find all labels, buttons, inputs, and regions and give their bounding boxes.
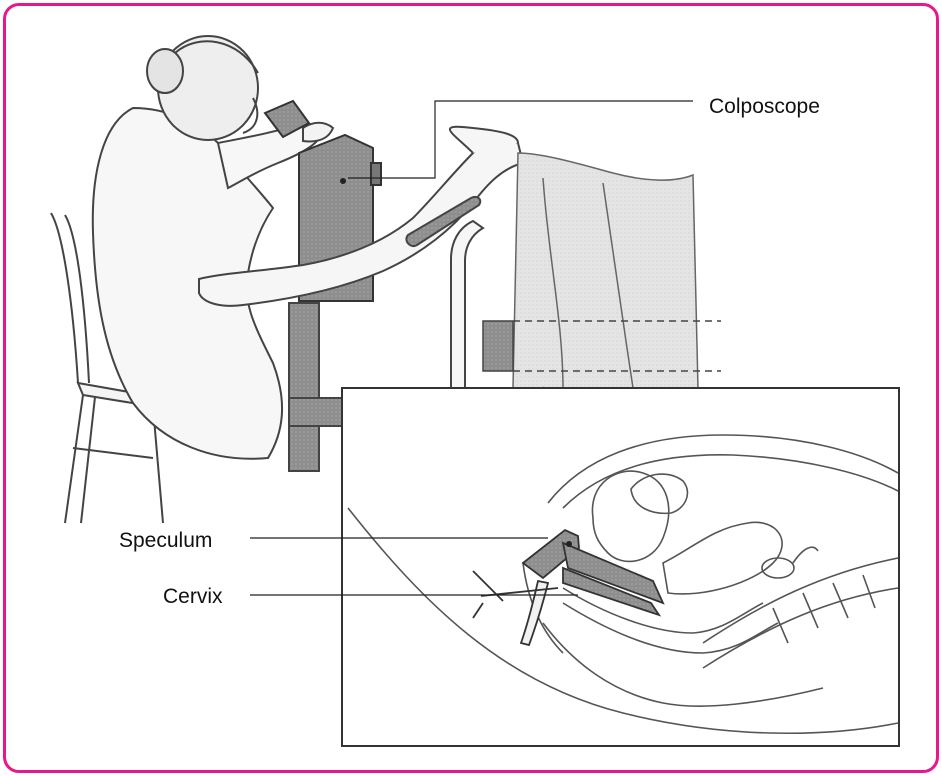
colposcope-stand bbox=[289, 303, 344, 471]
colposcope-label: Colposcope bbox=[709, 96, 820, 117]
speculum-label: Speculum bbox=[119, 530, 212, 551]
figure-frame: Colposcope Speculum Cervix bbox=[3, 3, 939, 773]
cervix-label: Cervix bbox=[163, 586, 223, 607]
illustration bbox=[6, 6, 936, 770]
patient-drape bbox=[513, 153, 698, 388]
